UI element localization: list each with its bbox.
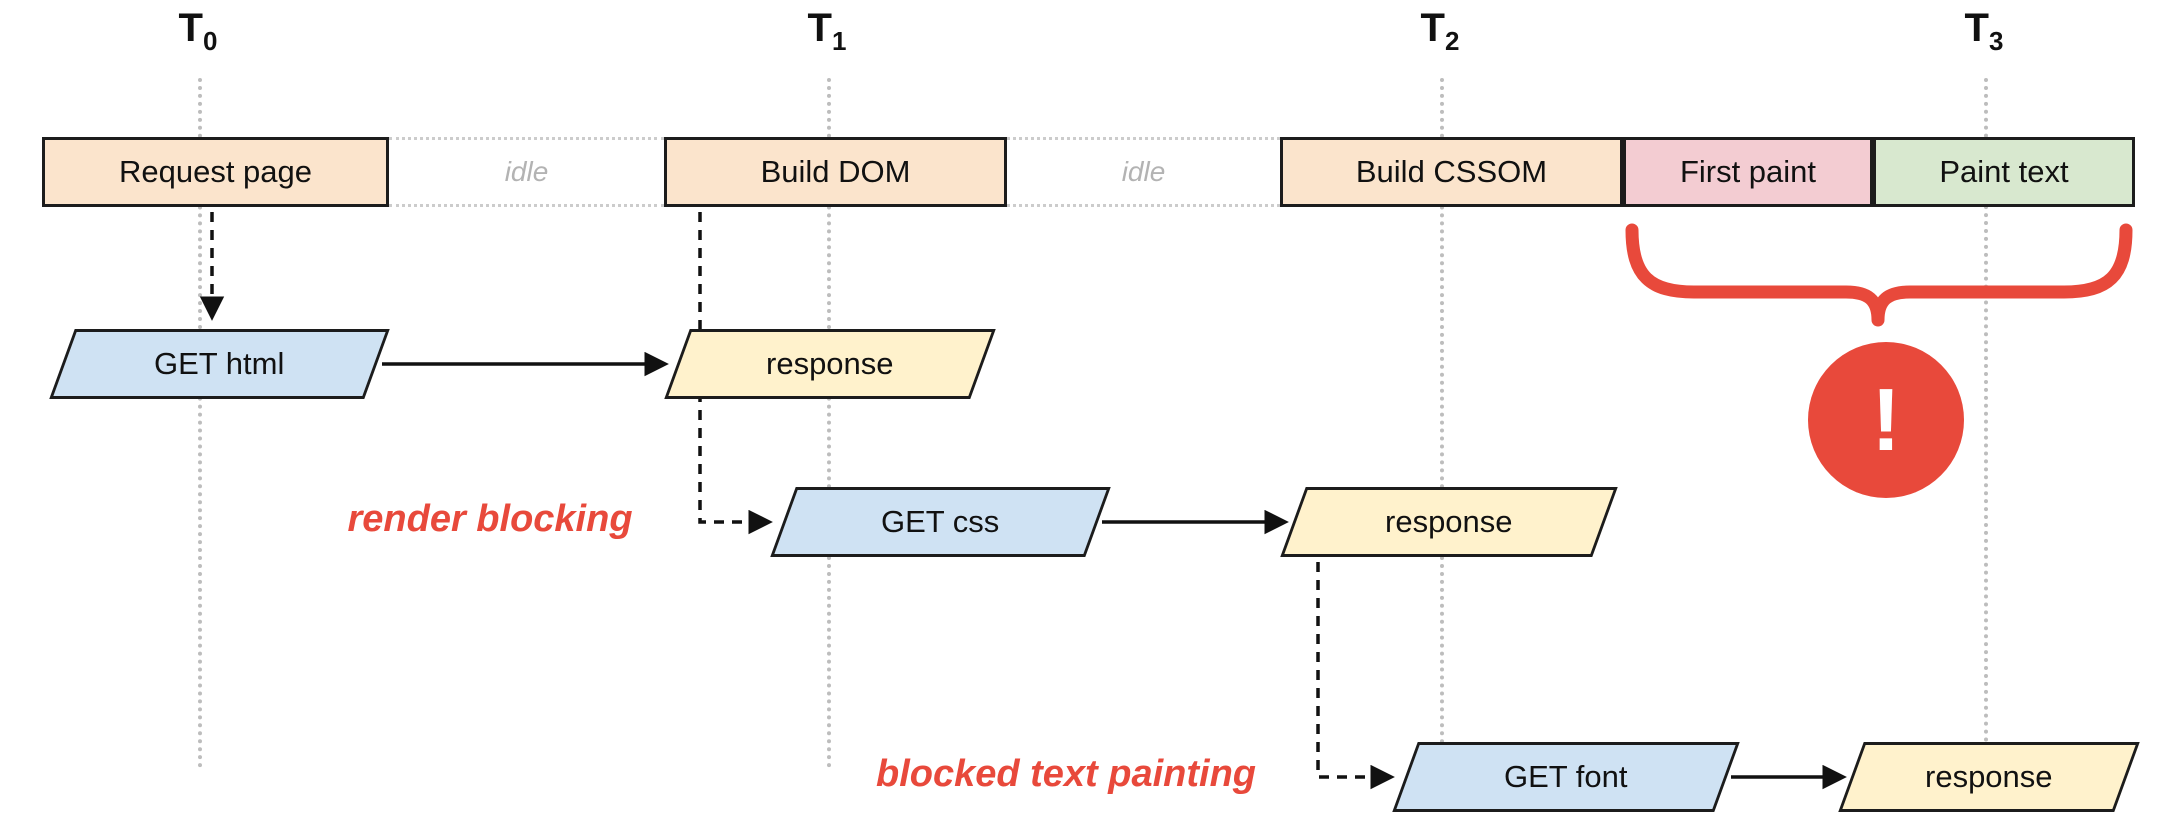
network-step-font-response: response <box>1838 742 2140 812</box>
html-response-label: response <box>766 346 894 381</box>
alert-badge: ! <box>1808 342 1964 498</box>
timeline-line-t0 <box>198 78 202 768</box>
network-step-get-css: GET css <box>770 487 1111 557</box>
get-html-label: GET html <box>154 346 285 381</box>
timeline-marker-t1: T1 <box>807 6 847 56</box>
track-segment-request-page: Request page <box>42 137 389 207</box>
annotation-render-blocking: render blocking <box>347 498 633 540</box>
timeline-marker-t0: T0 <box>178 6 218 56</box>
timeline-line-t1 <box>827 78 831 768</box>
get-font-label: GET font <box>1504 759 1628 794</box>
track-segment-first-paint: First paint <box>1623 137 1873 207</box>
track-segment-idle-2: idle <box>1007 137 1280 207</box>
font-response-label: response <box>1925 759 2053 794</box>
css-response-label: response <box>1385 504 1513 539</box>
timeline-line-t3 <box>1984 78 1988 806</box>
track-segment-build-cssom: Build CSSOM <box>1280 137 1623 207</box>
timeline-marker-t3: T3 <box>1964 6 2004 56</box>
network-step-get-html: GET html <box>49 329 390 399</box>
dashed-arrow-cssresponse-to-getfont <box>1316 562 1395 790</box>
timeline-line-t2 <box>1440 78 1444 768</box>
network-step-get-font: GET font <box>1392 742 1740 812</box>
timeline-marker-t2: T2 <box>1420 6 1460 56</box>
annotation-blocked-text-painting: blocked text painting <box>875 753 1257 795</box>
get-css-label: GET css <box>881 504 1000 539</box>
track-segment-paint-text: Paint text <box>1873 137 2135 207</box>
track-segment-build-dom: Build DOM <box>664 137 1007 207</box>
exclamation-mark: ! <box>1871 370 1901 469</box>
track-segment-idle-1: idle <box>389 137 664 207</box>
dashed-arrow-builddom-to-getcss <box>698 212 773 535</box>
network-step-css-response: response <box>1280 487 1618 557</box>
network-step-html-response: response <box>664 329 996 399</box>
